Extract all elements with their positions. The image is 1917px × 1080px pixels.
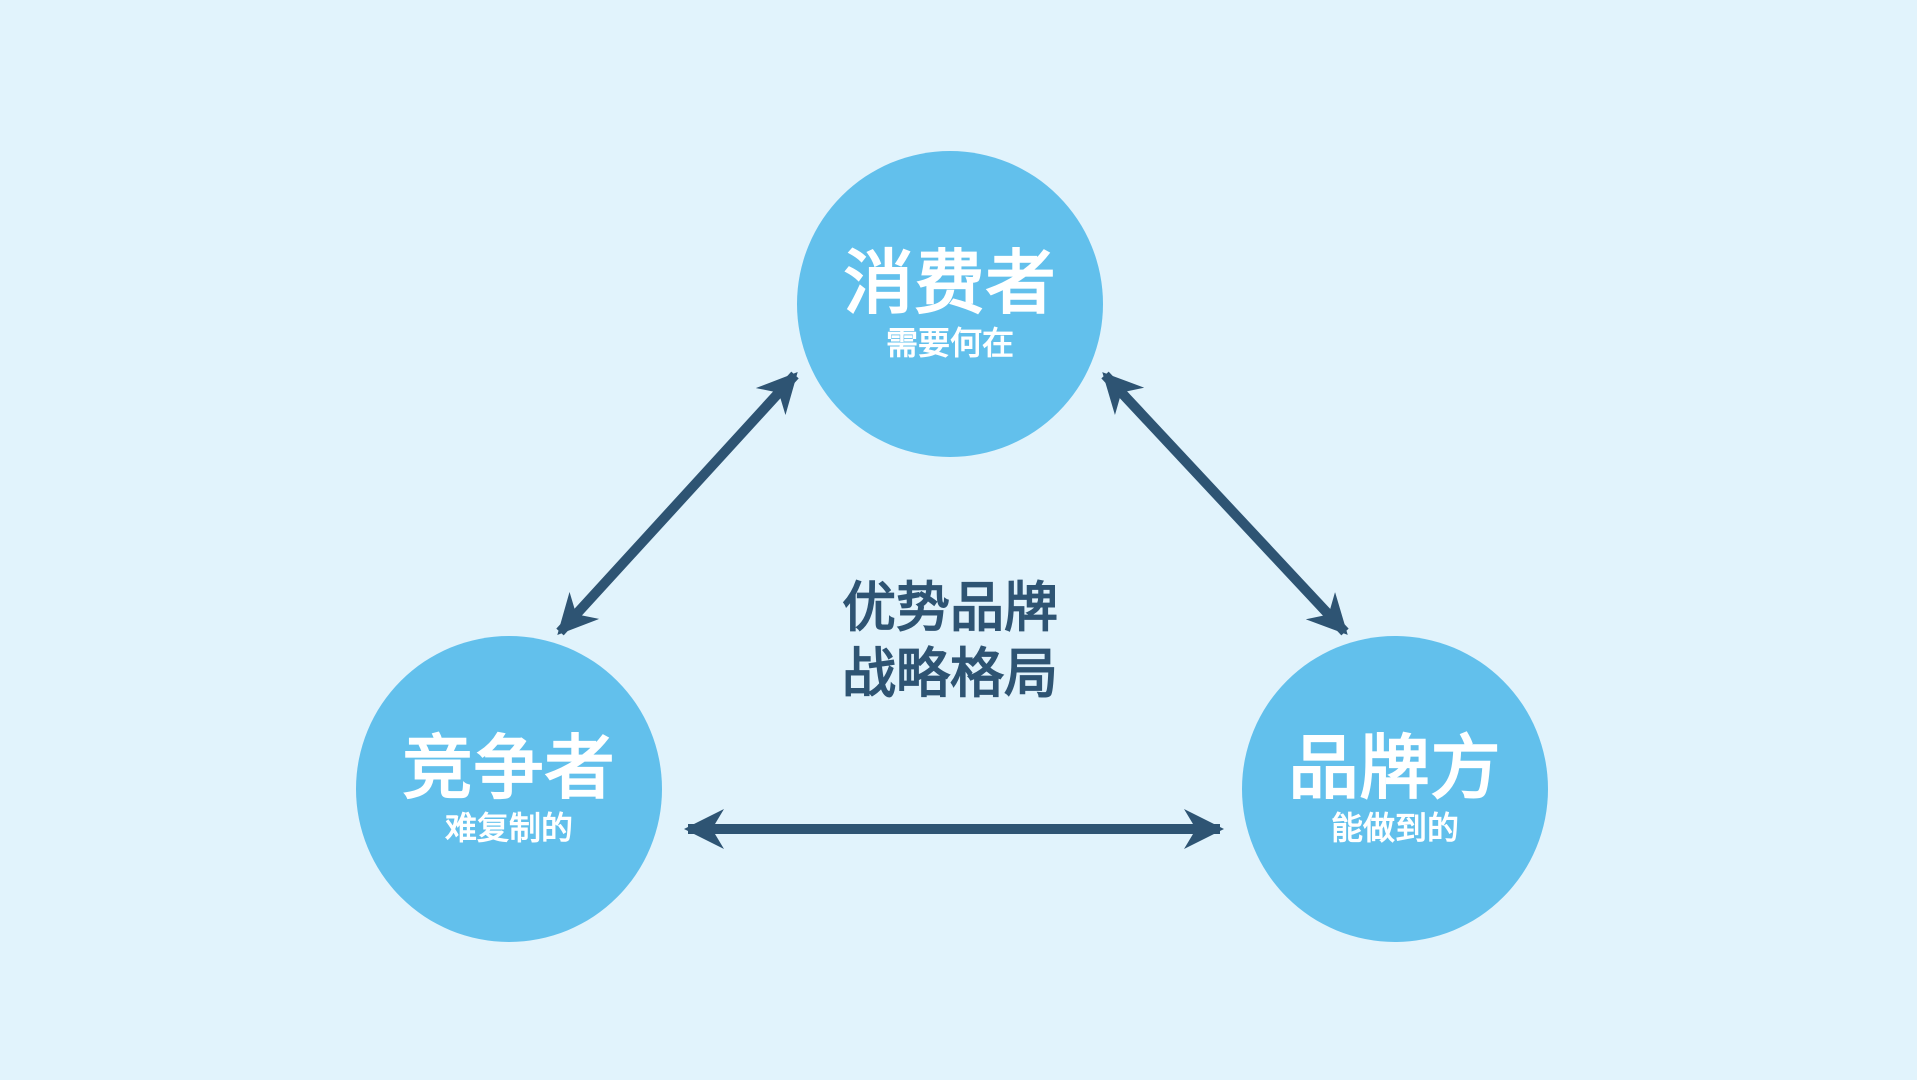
- competitor-subtitle: 难复制的: [444, 809, 573, 848]
- brand-title: 品牌方: [1288, 727, 1502, 810]
- competitor-title: 竞争者: [402, 727, 616, 810]
- arrow-consumer-brand: [1101, 371, 1349, 636]
- arrow-consumer-competitor: [556, 371, 799, 636]
- consumer-subtitle: 需要何在: [885, 324, 1014, 363]
- consumer-node: 消费者 需要何在: [797, 151, 1103, 457]
- competitor-node: 竞争者 难复制的: [356, 636, 662, 942]
- center-label: 优势品牌 战略格局: [800, 575, 1100, 707]
- center-label-line1: 优势品牌: [842, 576, 1058, 639]
- center-label-line2: 战略格局: [842, 642, 1058, 705]
- brand-node: 品牌方 能做到的: [1242, 636, 1548, 942]
- brand-subtitle: 能做到的: [1330, 809, 1459, 848]
- consumer-title: 消费者: [843, 242, 1057, 325]
